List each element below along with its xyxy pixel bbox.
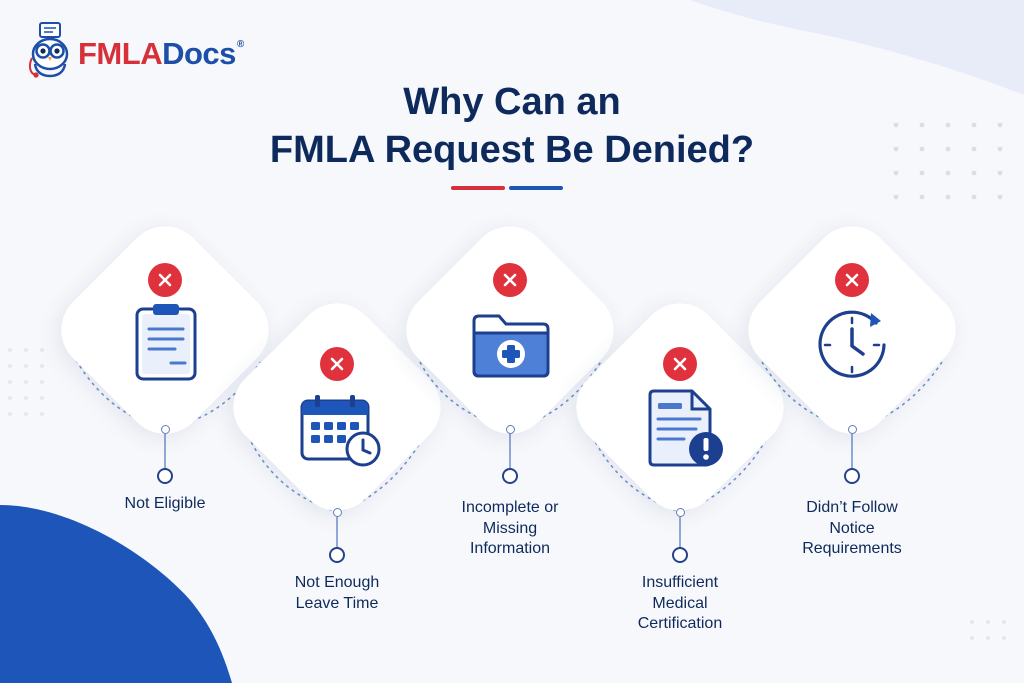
- connector-node: [676, 508, 685, 517]
- label-node: [502, 468, 518, 484]
- label-node: [672, 547, 688, 563]
- reason-label-not-eligible: Not Eligible: [124, 495, 206, 512]
- denied-x-icon: [663, 347, 697, 381]
- connector-node: [506, 425, 515, 434]
- denied-x-icon: [148, 263, 182, 297]
- medical-folder-icon: [472, 314, 550, 378]
- logo-wordmark: FMLADocs®: [78, 36, 244, 72]
- title-line-2: FMLA Request Be Denied?: [269, 129, 755, 171]
- reason-label-not-enough-leave: Not Enough Leave Time: [294, 574, 380, 612]
- registered-mark: ®: [236, 39, 244, 50]
- document-alert-icon: [648, 389, 723, 467]
- title-underline-red: [451, 186, 505, 190]
- node-stems: [164, 434, 853, 547]
- owl-doctor-icon: [28, 22, 69, 78]
- dot-grid-right: [893, 122, 1003, 200]
- connector-node: [333, 508, 342, 517]
- clipboard-icon: [135, 304, 197, 381]
- dot-grid-left: [8, 348, 44, 416]
- denied-x-icon: [320, 347, 354, 381]
- denied-x-icon: [493, 263, 527, 297]
- title-line-1: Why Can an: [403, 81, 621, 123]
- denied-x-icon: [835, 263, 869, 297]
- reason-label-incomplete-info: Incomplete or Missing Information: [461, 499, 559, 557]
- label-node: [329, 547, 345, 563]
- reason-label-notice-requirements: Didn’t Follow Notice Requirements: [802, 499, 902, 557]
- logo-word-docs: Docs: [162, 36, 236, 71]
- dot-grid-bottom-right: [970, 620, 1006, 640]
- connector-node: [848, 425, 857, 434]
- title-underline-blue: [509, 186, 563, 190]
- clock-arrow-icon: [818, 310, 886, 378]
- fmladocs-logo: FMLADocs®: [26, 22, 266, 82]
- reason-label-insufficient-cert: Insufficient Medical Certification: [637, 574, 723, 632]
- page-title: Why Can an FMLA Request Be Denied?: [0, 78, 1024, 174]
- label-node: [844, 468, 860, 484]
- calendar-clock-icon: [300, 395, 381, 467]
- label-node: [157, 468, 173, 484]
- connector-node: [161, 425, 170, 434]
- logo-word-fmla: FMLA: [78, 36, 163, 71]
